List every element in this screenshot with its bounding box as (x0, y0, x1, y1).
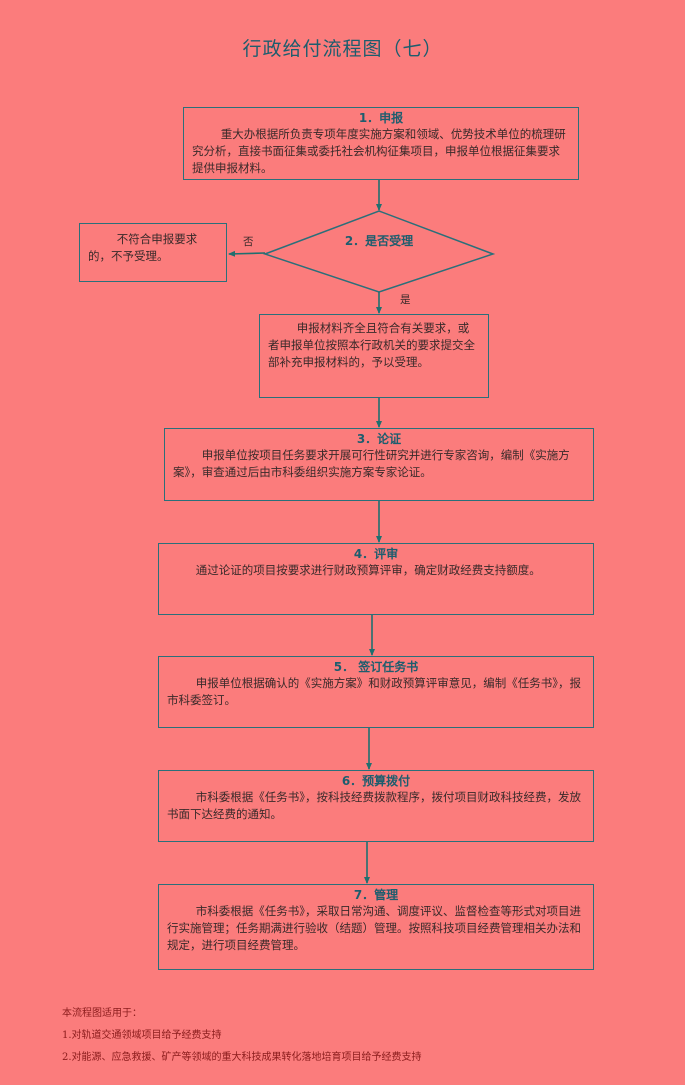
step-2-title: 2．是否受理 (344, 234, 414, 248)
step-6-box: 6．预算拨付 市科委根据《任务书》，按科技经费拨款程序，拨付项目财政科技经费，发… (158, 770, 594, 842)
decision-diamond (262, 210, 496, 293)
applicability-notes: 本流程图适用于： 1.对轨道交通领域项目给予经费支持 2.对能源、应急救援、矿产… (62, 1005, 422, 1067)
step-5-box: 5． 签订任务书 申报单位根据确认的《实施方案》和财政预算评审意见，编制《任务书… (158, 656, 594, 728)
step-7-box: 7．管理 市科委根据《任务书》，采取日常沟通、调度评议、监督检查等形式对项目进行… (158, 884, 594, 970)
step-4-box: 4．评审 通过论证的项目按要求进行财政预算评审，确定财政经费支持额度。 (158, 543, 594, 615)
yes-label: 是 (400, 294, 411, 306)
accept-box: 申报材料齐全且符合有关要求，或者申报单位按照本行政机关的要求提交全部补充申报材料… (259, 314, 489, 398)
step-1-box: 1．申报 重大办根据所负责专项年度实施方案和领域、优势技术单位的梳理研究分析，直… (183, 107, 579, 180)
step-5-text: 申报单位根据确认的《实施方案》和财政预算评审意见，编制《任务书》，报市科委签订。 (167, 676, 581, 707)
step-7-text: 市科委根据《任务书》，采取日常沟通、调度评议、监督检查等形式对项目进行实施管理；… (167, 904, 581, 952)
step-4-text: 通过论证的项目按要求进行财政预算评审，确定财政经费支持额度。 (195, 563, 541, 577)
page-title: 行政给付流程图（七） (242, 38, 443, 60)
step-6-text: 市科委根据《任务书》，按科技经费拨款程序，拨付项目财政科技经费，发放书面下达经费… (167, 790, 581, 821)
arrow-no (228, 250, 266, 257)
step-6-title: 6．预算拨付 (341, 774, 411, 788)
step-7-title: 7．管理 (353, 888, 399, 902)
no-label: 否 (243, 236, 254, 248)
reject-box: 不符合申报要求的，不予受理。 (79, 223, 227, 282)
step-3-text: 申报单位按项目任务要求开展可行性研究并进行专家咨询，编制《实施方案》，审查通过后… (173, 448, 570, 479)
accept-text: 申报材料齐全且符合有关要求，或者申报单位按照本行政机关的要求提交全部补充申报材料… (268, 321, 475, 369)
step-3-box: 3．论证 申报单位按项目任务要求开展可行性研究并进行专家咨询，编制《实施方案》，… (164, 428, 594, 501)
step-1-title: 1．申报 (358, 111, 404, 125)
reject-text: 不符合申报要求的，不予受理。 (88, 232, 198, 263)
step-3-title: 3．论证 (356, 432, 402, 446)
step-4-title: 4．评审 (353, 547, 399, 561)
step-5-title: 5． 签订任务书 (333, 660, 419, 674)
notes-item-1: 1.对轨道交通领域项目给予经费支持 (62, 1030, 222, 1041)
step-1-text: 重大办根据所负责专项年度实施方案和领域、优势技术单位的梳理研究分析，直接书面征集… (192, 127, 566, 175)
notes-item-2: 2.对能源、应急救援、矿产等领域的重大科技成果转化落地培育项目给予经费支持 (62, 1052, 422, 1063)
notes-heading: 本流程图适用于： (62, 1008, 142, 1019)
